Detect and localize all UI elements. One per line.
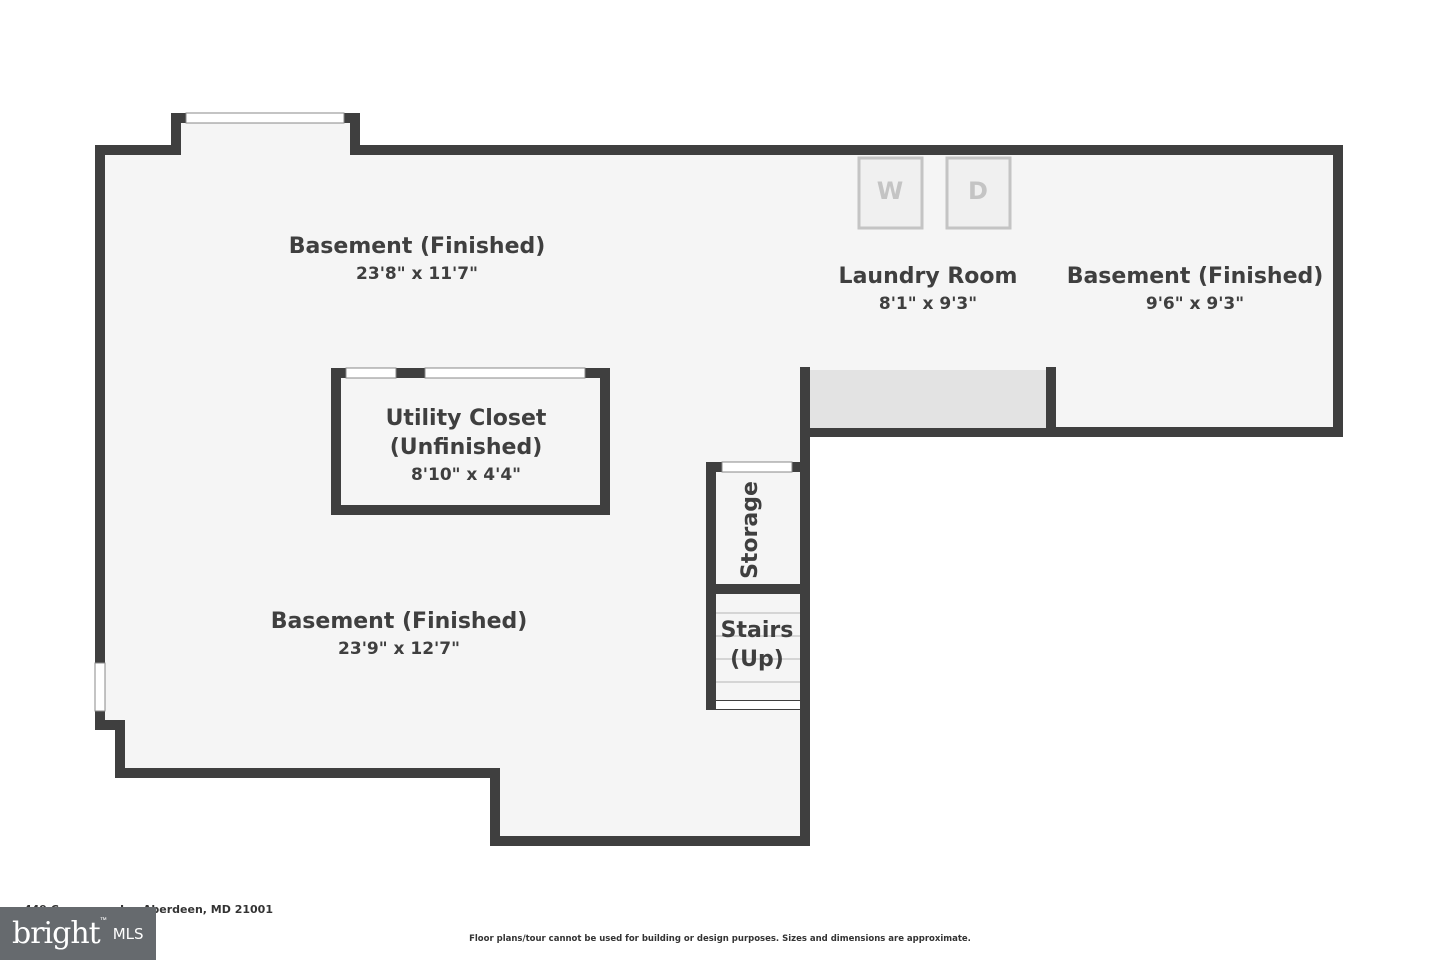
logo-mls: MLS (112, 924, 144, 943)
dryer-label: D (968, 177, 988, 205)
laundry-title: Laundry Room (839, 264, 1018, 289)
dryer-icon (945, 156, 1012, 230)
disclaimer-text: Floor plans/tour cannot be used for buil… (469, 934, 971, 944)
basement-north-dims: 23'8" x 11'7" (356, 264, 478, 284)
laundry-dims: 8'1" x 9'3" (879, 294, 977, 314)
utility-door-1 (345, 367, 397, 379)
basement-east-dims: 9'6" x 9'3" (1146, 294, 1244, 314)
stairs-opening (716, 701, 800, 709)
window-north (185, 112, 345, 124)
washer-icon (857, 156, 924, 230)
laundry-closet (810, 370, 1050, 428)
utility-title-line2: (Unfinished) (390, 435, 543, 460)
stairs-title-line2: (Up) (730, 647, 784, 672)
basement-north-title: Basement (Finished) (289, 234, 546, 259)
utility-closet-wall (331, 368, 610, 515)
utility-door-2 (424, 367, 586, 379)
storage-title: Storage (738, 481, 763, 579)
stairs-wall (706, 584, 810, 710)
basement-south-title: Basement (Finished) (271, 609, 528, 634)
bright-mls-logo: bright ™ MLS (0, 907, 156, 960)
logo-trademark: ™ (99, 917, 107, 924)
storage-door (721, 461, 793, 473)
utility-dims: 8'10" x 4'4" (411, 465, 521, 485)
stairs-title-line1: Stairs (721, 618, 794, 643)
window-west (94, 662, 106, 712)
basement-east-title: Basement (Finished) (1067, 264, 1324, 289)
utility-title-line1: Utility Closet (386, 406, 547, 431)
washer-label: W (877, 177, 903, 205)
stair-treads (716, 612, 800, 683)
logo-brand: bright (12, 916, 101, 951)
basement-south-dims: 23'9" x 12'7" (338, 639, 460, 659)
